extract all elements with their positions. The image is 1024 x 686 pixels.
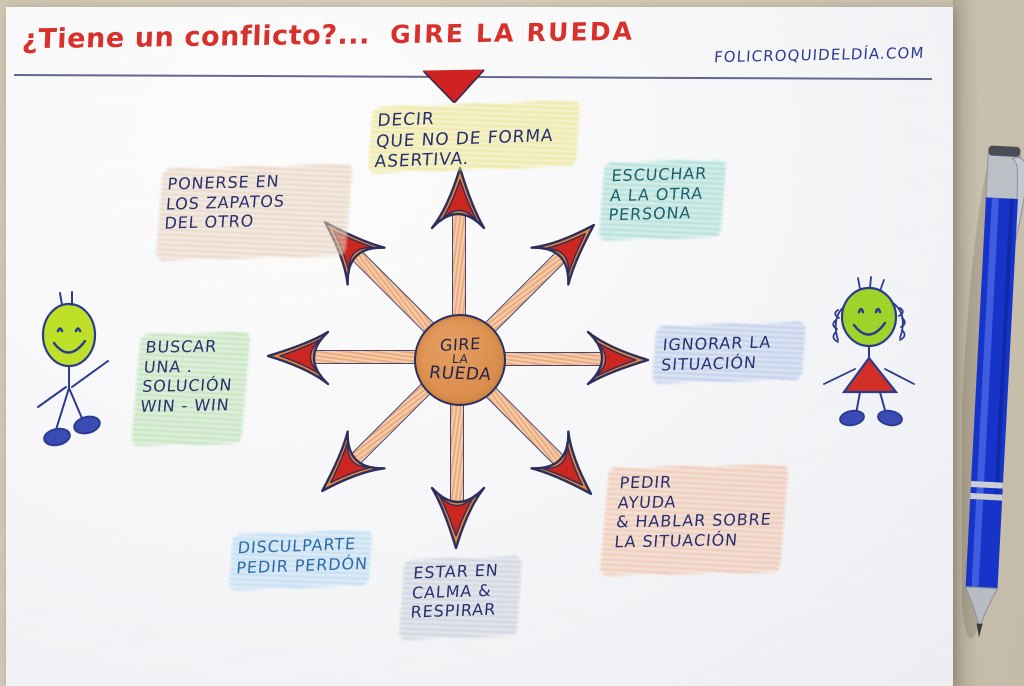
hub-line-3: RUEDA bbox=[427, 362, 493, 385]
conflict-wheel: GIRE LA RUEDA bbox=[253, 153, 663, 563]
spoke-arrowhead bbox=[586, 328, 650, 388]
spoke-arrowhead bbox=[428, 166, 488, 230]
wheel-spoke-disculparte bbox=[318, 352, 464, 498]
wheel-spoke-pedir-ayuda bbox=[452, 352, 598, 498]
red-triangle-marker bbox=[423, 69, 485, 103]
stick-figure-boy bbox=[22, 285, 152, 454]
spoke-shaft bbox=[482, 352, 602, 366]
wheel-spoke-decir-no bbox=[430, 166, 486, 358]
spoke-arrowhead bbox=[266, 328, 330, 388]
title-call-to-action: GIRE LA RUEDA bbox=[389, 16, 635, 50]
spoke-arrowhead bbox=[304, 427, 389, 512]
blue-ballpoint-pen bbox=[959, 138, 1024, 640]
spoke-arrowhead bbox=[527, 204, 612, 289]
wheel-spoke-estar-calma bbox=[430, 358, 486, 550]
stick-figure-girl bbox=[808, 272, 938, 441]
wheel-hub: GIRE LA RUEDA bbox=[414, 314, 506, 406]
spoke-arrowhead bbox=[527, 427, 612, 512]
title-question: ¿Tiene un conflicto? bbox=[21, 19, 339, 56]
spoke-arrowhead bbox=[428, 486, 488, 550]
wheel-spoke-escuchar bbox=[452, 218, 598, 364]
wheel-spoke-buscar-solucion bbox=[266, 330, 458, 386]
title-ellipsis: ... bbox=[336, 19, 371, 51]
wheel-spoke-ignorar bbox=[458, 330, 650, 386]
